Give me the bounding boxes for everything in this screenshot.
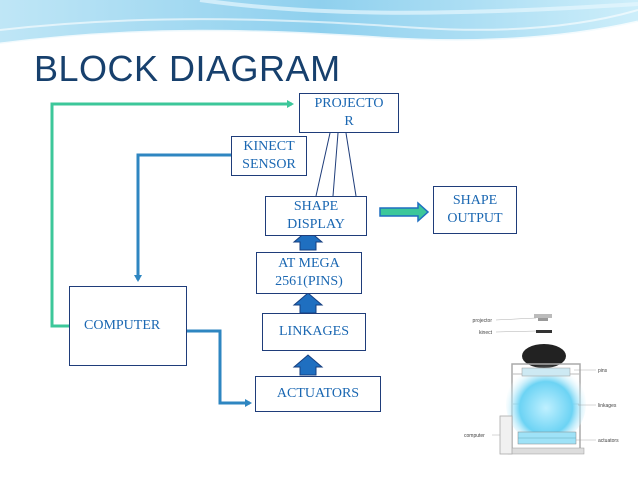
- arrow-display-to-output: [379, 201, 430, 223]
- kinect-sensor-block: KINECT SENSOR: [231, 136, 307, 176]
- linkages-block: LINKAGES: [262, 313, 366, 351]
- arrow-actuators-to-linkages: [292, 354, 324, 376]
- photo-label-projector: projector: [473, 318, 493, 324]
- atmega-label: AT MEGA 2561(PINS): [275, 256, 343, 289]
- linkages-label: LINKAGES: [279, 324, 349, 339]
- shape-output-block: SHAPE OUTPUT: [433, 186, 517, 234]
- photo-label-pins: pins: [598, 368, 608, 374]
- atmega-block: AT MEGA 2561(PINS): [256, 252, 362, 294]
- arrow-linkages-to-atmega: [292, 292, 324, 314]
- projector-beam-left: [315, 132, 331, 197]
- slide-title: BLOCK DIAGRAM: [34, 48, 341, 89]
- actuators-label: ACTUATORS: [276, 386, 360, 401]
- projector-beam-right: [345, 132, 357, 197]
- actuators-block: ACTUATORS: [255, 376, 381, 412]
- shape-output-label: SHAPE OUTPUT: [447, 193, 503, 226]
- photo-label-linkages: linkages: [598, 403, 617, 409]
- shape-display-block: SHAPE DISPLAY: [265, 196, 367, 236]
- arrow-computer-to-actuators: [187, 329, 252, 407]
- computer-block: COMPUTER: [69, 286, 187, 366]
- projector-label: PROJECTO R: [314, 96, 384, 129]
- photo-label-kinect: kinect: [479, 330, 493, 336]
- computer-label: COMPUTER: [84, 318, 161, 333]
- arrow-kinect-to-computer: [134, 153, 231, 282]
- projector-block: PROJECTO R: [299, 93, 399, 133]
- arrow-atmega-to-display: [292, 229, 324, 251]
- kinect-sensor-label: KINECT SENSOR: [242, 139, 296, 172]
- photo-label-computer: computer: [464, 433, 485, 439]
- photo-label-actuators: actuators: [598, 438, 619, 444]
- header-wave-decoration: [0, 0, 638, 46]
- projector-beam-mid: [332, 132, 339, 197]
- arrow-computer-to-projector: [50, 100, 294, 328]
- shape-display-device-illustration: projector kinect pins linkages computer …: [456, 304, 632, 472]
- shape-display-label: SHAPE DISPLAY: [287, 199, 345, 232]
